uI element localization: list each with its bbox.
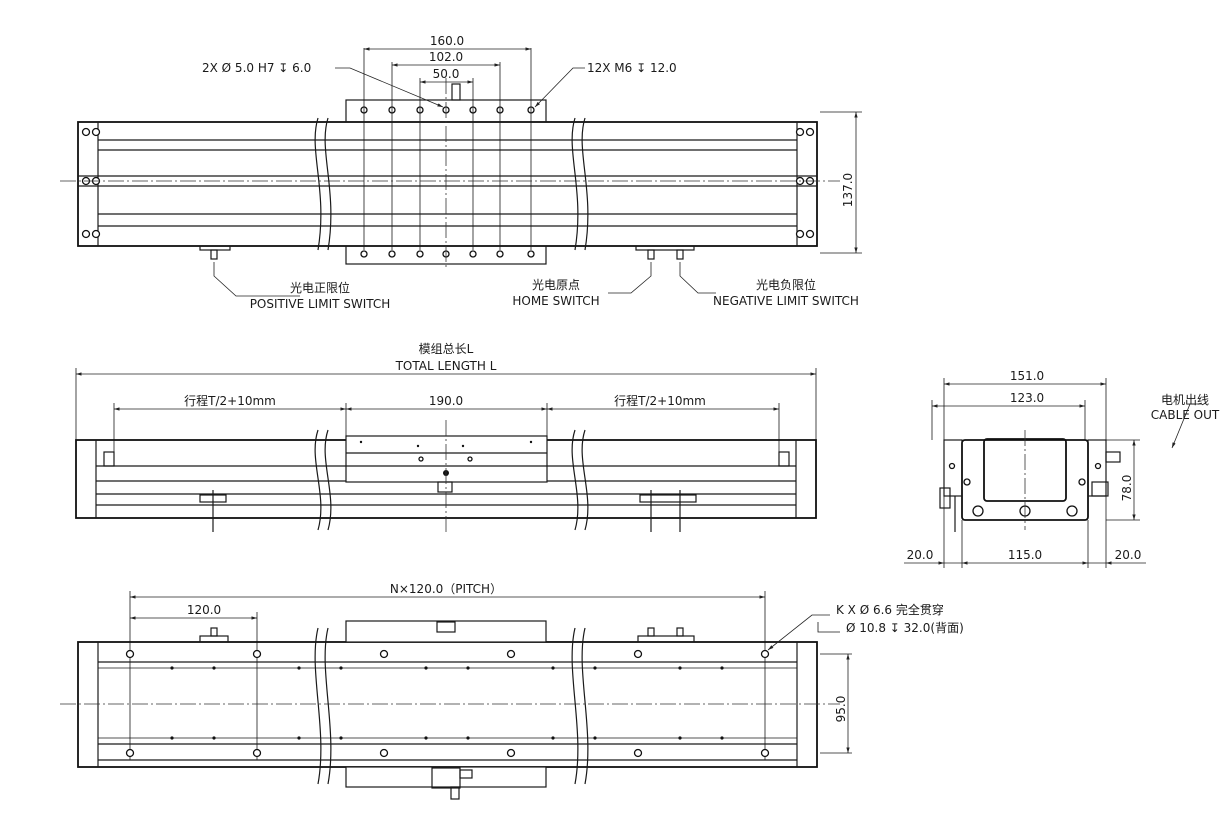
dim-102: 102.0 [429,50,463,64]
negative-limit-en: NEGATIVE LIMIT SWITCH [713,294,859,308]
bottom-through-holes [125,649,770,758]
dim-78: 78.0 [1120,475,1134,502]
dim-160: 160.0 [430,34,464,48]
hole-callout-2: Ø 10.8 ↧ 32.0(背面) [846,621,964,635]
positive-limit-cn: 光电正限位 [290,280,350,295]
positive-limit-en: POSITIVE LIMIT SWITCH [250,297,391,311]
callout-tapped-holes: 12X M6 ↧ 12.0 [587,61,677,75]
home-switch-en: HOME SWITCH [512,294,599,308]
dim-20-right: 20.0 [1115,548,1142,562]
top-profile-outline [77,121,818,247]
cable-out-cn: 电机出线 [1161,393,1209,407]
pitch-label: N×120.0（PITCH） [390,582,502,596]
bottom-small-dots [170,666,724,740]
total-length-cn: 模组总长L [419,342,474,356]
dim-115: 115.0 [1008,548,1042,562]
bottom-carriage-lower [345,766,547,788]
cable-out-en: CABLE OUT [1151,408,1220,422]
top-end-screws [81,127,815,239]
bottom-view: N×120.0（PITCH） 120.0 [60,582,964,800]
negative-limit-cn: 光电负限位 [756,277,816,292]
dim-20-left: 20.0 [907,548,934,562]
hole-callout-1: K X Ø 6.6 完全贯穿 [836,602,944,617]
dim-137: 137.0 [841,173,855,207]
stroke-right: 行程T/2+10mm [614,393,706,408]
top-carriage-holes [360,106,535,258]
home-switch-cn: 光电原点 [532,278,580,292]
side-view: 模组总长L TOTAL LENGTH L 行程T/2+10mm 190.0 行程… [75,342,817,534]
stroke-left: 行程T/2+10mm [184,393,276,408]
total-length-en: TOTAL LENGTH L [395,359,497,373]
dim-95: 95.0 [834,696,848,723]
carriage-length: 190.0 [429,394,463,408]
dim-123: 123.0 [1010,391,1044,405]
dim-50: 50.0 [433,67,460,81]
top-view: 160.0 102.0 50.0 2X Ø 5.0 H7 ↧ 6.0 12X M… [60,34,862,311]
dim-151: 151.0 [1010,369,1044,383]
callout-pin-hole: 2X Ø 5.0 H7 ↧ 6.0 [202,61,311,75]
dim-120: 120.0 [187,603,221,617]
bottom-profile-outline [77,641,818,768]
end-view: 151.0 123.0 78.0 [904,369,1220,568]
